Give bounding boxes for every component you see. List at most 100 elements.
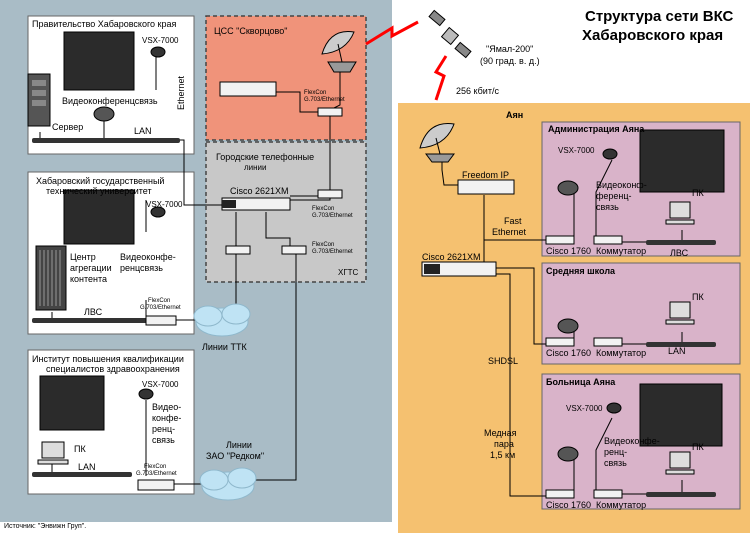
diagram-title-line2: Хабаровского края (582, 27, 724, 44)
satellite-icon (428, 9, 472, 59)
uni-vsx: VSX-7000 (146, 200, 183, 209)
admin-pc-icon (665, 201, 695, 225)
admin-switch (593, 235, 623, 245)
uni-flexcon1: FlexCon (148, 298, 171, 304)
uni-flexcon (145, 315, 177, 326)
xgts-box (205, 141, 367, 283)
inst-box (27, 349, 195, 495)
uni-vks1: Видеоконфе- (120, 252, 176, 262)
css-dish-icon (321, 30, 357, 73)
school-pc: ПК (692, 292, 704, 302)
fast-ethernet1: Fast (504, 216, 522, 226)
hospital-pc-icon (665, 451, 695, 475)
copper3: 1,5 км (490, 450, 516, 460)
uni-center2: агрегации (70, 263, 112, 273)
inst-vks3: ренц- (152, 424, 176, 434)
admin-lan-bar (646, 240, 716, 245)
admin-vks2: ференц- (596, 191, 632, 201)
inst-vsx-icon (138, 388, 154, 400)
gov-screen (63, 31, 135, 91)
inst-flexcon (137, 479, 175, 491)
hospital-title: Больница Аяна (546, 377, 616, 387)
source-note: Источник: "Энвижн Груп". (4, 523, 87, 530)
xgts-flexcon2-label2: G.703/Ethernet (312, 249, 353, 255)
xgts-router-label: Cisco 2621XM (230, 186, 289, 196)
inst-vks2: конфе- (152, 413, 182, 423)
inst-title2: специалистов здравоохранения (46, 364, 180, 374)
xgts-city-lines1: Городские телефонные (216, 152, 315, 162)
admin-pc: ПК (692, 188, 704, 198)
css-flexcon-label1: FlexCon (304, 90, 327, 96)
uni-center1: Центр (70, 252, 96, 262)
admin-cisco: Cisco 1760 (546, 246, 592, 256)
freedom-ip-label: Freedom IP (462, 170, 510, 180)
admin-vsx-icon (602, 148, 618, 160)
inst-vks1: Видео- (152, 402, 182, 412)
fast-ethernet2: Ethernet (492, 227, 527, 237)
gov-vsx-icon (150, 46, 166, 58)
inst-lan: LAN (78, 462, 96, 472)
freedom-ip-device (457, 179, 515, 195)
satellite-position: (90 град. в. д.) (480, 56, 540, 66)
hospital-screen (639, 383, 723, 447)
uni-title1: Хабаровский государственный (36, 176, 165, 186)
admin-vks1: Видеоконф- (596, 180, 647, 190)
uni-lvs: ЛВС (84, 307, 103, 317)
vsx-icons (138, 46, 622, 414)
school-box (541, 262, 741, 365)
ayan-title: Аян (506, 110, 524, 120)
school-switch (593, 337, 623, 347)
uni-center3: контента (70, 274, 108, 284)
inst-pc: ПК (74, 444, 86, 454)
admin-switch-label: Коммутатор (596, 246, 647, 256)
xgts-flexcon2-label1: FlexCon (312, 242, 335, 248)
css-title: ЦСС "Скворцово" (214, 26, 288, 36)
xgts-flexcon1-label2: G.703/Ethernet (312, 213, 353, 219)
hospital-switch (593, 489, 623, 499)
phone-icons (93, 106, 579, 462)
hospital-phone-icon (557, 446, 579, 462)
hospital-vsx: VSX-7000 (566, 404, 603, 413)
hospital-pc: ПК (692, 442, 704, 452)
inst-vsx: VSX-7000 (142, 380, 179, 389)
satellite-name: "Ямал-200" (486, 44, 534, 54)
uni-flexcon2: G.703/Ethernet (140, 305, 181, 311)
satellite-speed: 256 кбит/с (456, 86, 499, 96)
ttk-cloud (193, 303, 251, 337)
school-lan-bar (646, 342, 716, 347)
xgts-label: ХГТС (338, 268, 359, 277)
inst-vks4: связь (152, 435, 175, 445)
gov-lan-bar (32, 138, 180, 143)
admin-cisco (545, 235, 575, 245)
school-pc-icon (665, 301, 695, 325)
xgts-flexcon-top (317, 189, 343, 199)
ttk-lines-label: Линии ТТК (202, 342, 247, 352)
uni-title2: технический университет (46, 186, 152, 196)
screens (39, 31, 725, 447)
school-title: Средняя школа (546, 266, 616, 276)
school-phone-icon (557, 318, 579, 334)
gov-server: Сервер (52, 122, 84, 132)
server-icon (27, 73, 51, 127)
school-cisco (545, 337, 575, 347)
ayan-router-label: Cisco 2621XM (422, 252, 481, 262)
inst-lan-bar (32, 472, 132, 477)
admin-vks3: связь (596, 202, 619, 212)
ayan-dish-icon (419, 123, 455, 163)
admin-screen (639, 129, 725, 193)
copper2: пара (494, 439, 514, 449)
css-flexcon-label2: G.703/Ethernet (304, 97, 345, 103)
diagram-title-line1: Структура сети ВКС (585, 8, 734, 25)
hospital-cisco: Cisco 1760 (546, 500, 592, 510)
gov-phone-icon (93, 106, 115, 122)
xgts-city-lines2: линии (244, 163, 267, 172)
redkom-lines-label2: ЗАО "Редком" (206, 451, 265, 461)
gov-ethernet: Ethernet (176, 75, 186, 110)
admin-lvs: ЛВС (670, 248, 689, 258)
satellite-links (365, 20, 448, 101)
gov-lan: LAN (134, 126, 152, 136)
css-flexcon (317, 107, 343, 117)
xgts-flexcon-right (281, 245, 307, 255)
uni-vks2: ренцсвязь (120, 263, 163, 273)
